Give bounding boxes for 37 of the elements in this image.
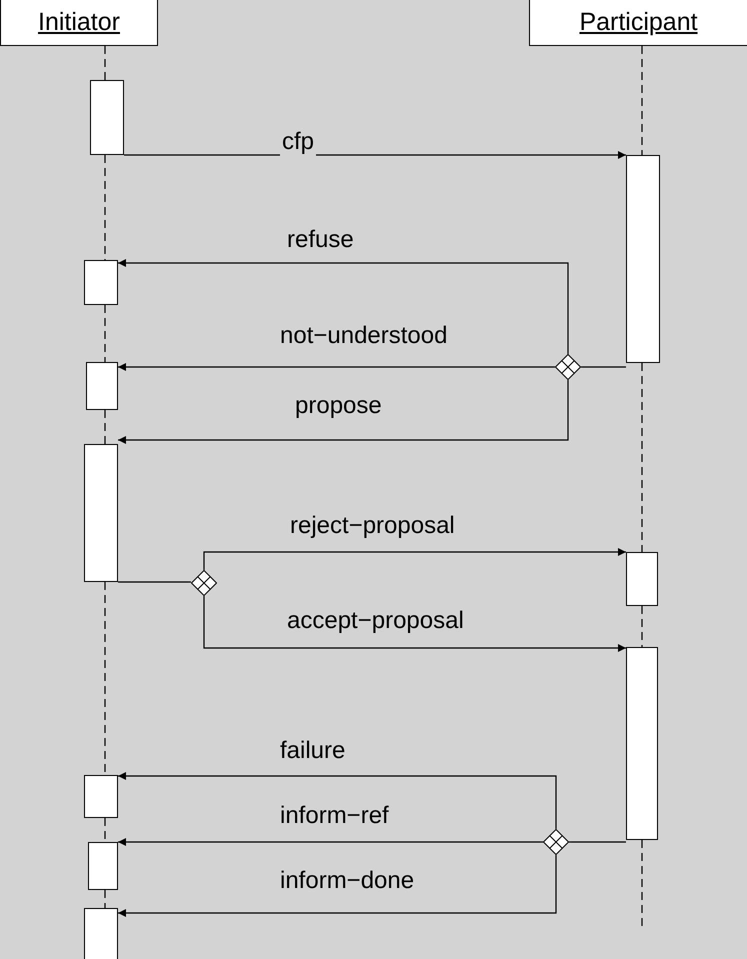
message-arrow	[118, 380, 569, 444]
lifeline	[641, 363, 643, 552]
lifeline	[104, 305, 106, 362]
lifeline	[104, 582, 106, 775]
activation-bar	[84, 260, 118, 305]
activation-bar	[86, 362, 118, 410]
lifeline	[104, 818, 106, 842]
lifeline	[104, 46, 106, 80]
activation-bar	[626, 647, 658, 840]
lifeline	[104, 155, 106, 260]
decision-diamond	[555, 354, 581, 380]
lifeline-header: Participant	[529, 0, 747, 46]
activation-bar	[84, 444, 118, 582]
lifeline	[104, 410, 106, 444]
message-arrow	[118, 855, 557, 917]
lifeline	[641, 46, 643, 155]
lifeline-header: Initiator	[0, 0, 158, 46]
message-arrow	[118, 259, 569, 354]
connector-line	[569, 841, 626, 843]
decision-diamond	[543, 829, 569, 855]
activation-bar	[88, 842, 118, 890]
message-arrow	[118, 363, 555, 371]
lifeline	[641, 606, 643, 647]
lifeline	[104, 890, 106, 908]
message-arrow	[203, 596, 626, 652]
activation-bar	[626, 552, 658, 606]
message-arrow	[124, 151, 626, 159]
activation-bar	[90, 80, 124, 155]
connector-line	[581, 366, 626, 368]
connector-line	[118, 581, 191, 583]
message-arrow	[118, 838, 543, 846]
decision-diamond	[191, 570, 217, 596]
message-arrow	[203, 548, 626, 570]
activation-bar	[626, 155, 660, 363]
activation-bar	[84, 908, 118, 959]
message-arrow	[118, 772, 557, 829]
activation-bar	[84, 775, 118, 818]
